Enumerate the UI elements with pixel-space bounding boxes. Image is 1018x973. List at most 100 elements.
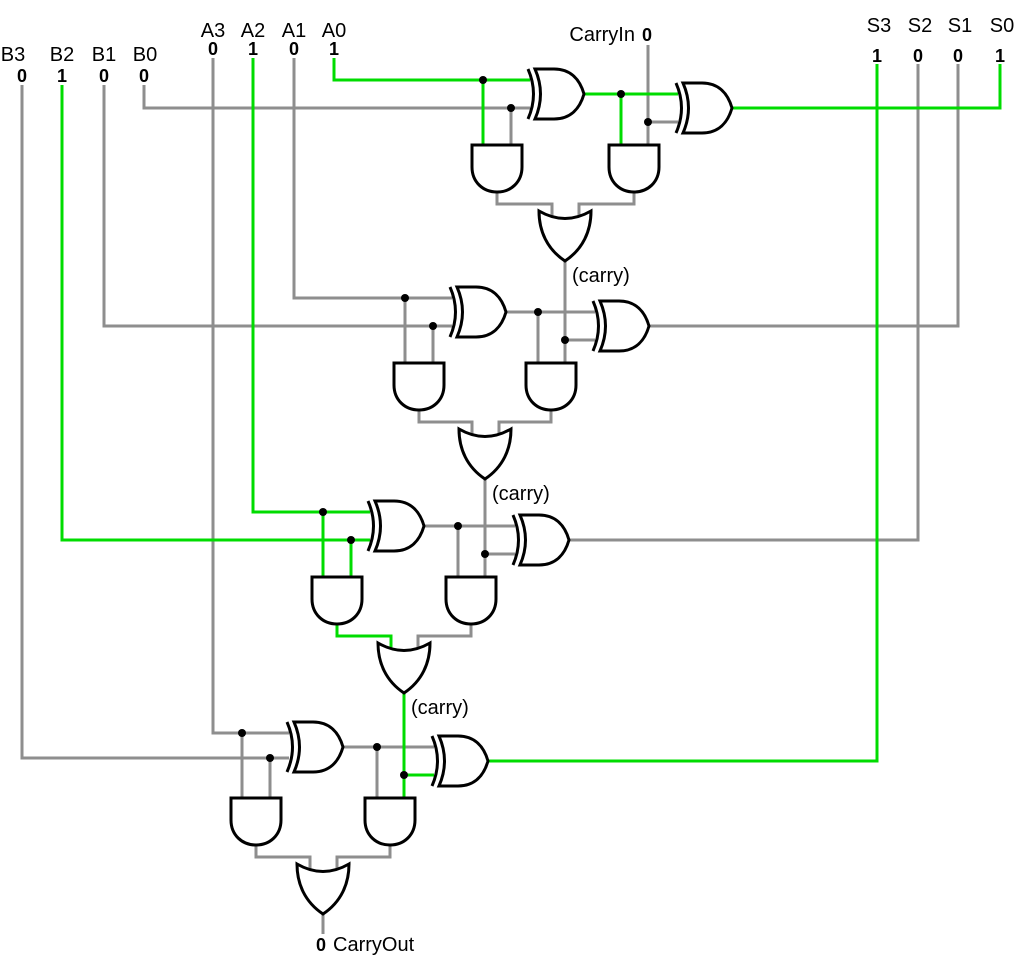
xor-leading-arc	[511, 514, 520, 566]
junction-carryin	[644, 118, 652, 126]
xor-body	[597, 299, 651, 353]
wire-and1-out-3	[254, 845, 312, 872]
wire-b0	[142, 85, 530, 110]
pin-label-A3: A3	[201, 20, 225, 42]
stage0-and-gate-2[interactable]	[607, 143, 661, 194]
pin-value-carryout: 0	[316, 935, 326, 955]
wire-sum-s2	[569, 64, 920, 542]
pin-value-S3: 1	[872, 46, 882, 66]
pin-label-B0: B0	[133, 44, 157, 66]
junction-b3	[266, 754, 274, 762]
stage1-xor-gate-1[interactable]	[448, 285, 508, 339]
pin-value-S1: 0	[953, 46, 963, 66]
xor-leading-arc	[526, 68, 535, 120]
wire-and2-out-2	[416, 624, 473, 651]
junction-xor1-out-2	[454, 522, 462, 530]
wire-b3	[20, 85, 289, 760]
stage3-or-gate[interactable]	[295, 861, 351, 916]
xor-leading-arc	[430, 735, 439, 787]
stage0-and-gate-1[interactable]	[470, 143, 524, 194]
xor-body	[291, 720, 345, 774]
wire-a1	[292, 58, 452, 300]
wire-sum-s3	[488, 64, 879, 763]
stage1-and-gate-2[interactable]	[524, 361, 578, 412]
stage1-and-gate-1[interactable]	[392, 361, 446, 412]
pin-label-S2: S2	[908, 15, 932, 37]
wire-and2-out-3	[335, 845, 392, 872]
junction-xor1-out-3	[373, 743, 381, 751]
pin-label-B1: B1	[92, 44, 116, 66]
carry-annotation-1: (carry)	[492, 483, 550, 505]
junction-carry-2	[400, 771, 408, 779]
pin-label-carryin: CarryIn	[569, 24, 635, 46]
pin-label-A2: A2	[241, 20, 265, 42]
pin-value-B1[interactable]: 0	[99, 66, 109, 86]
stage2-and-gate-1[interactable]	[310, 575, 364, 626]
wire-b1	[102, 85, 452, 328]
wire-sum-s1	[649, 64, 960, 328]
junction-a1	[401, 294, 409, 302]
wire-and1-out-0	[495, 192, 554, 219]
pin-value-A0[interactable]: 1	[329, 39, 339, 59]
stage1-xor-gate-2[interactable]	[591, 299, 651, 353]
junction-xor1-out-0	[617, 90, 625, 98]
junction-b1	[429, 322, 437, 330]
wire-and2-out-1	[497, 410, 553, 437]
wire-b2	[60, 85, 370, 542]
pin-value-A2[interactable]: 1	[248, 39, 258, 59]
pin-value-S2: 0	[913, 46, 923, 66]
wire-a3	[211, 58, 289, 735]
stage1-or-gate[interactable]	[457, 426, 513, 481]
xor-leading-arc	[674, 82, 683, 134]
carry-annotation-0: (carry)	[572, 265, 630, 287]
xor-leading-arc	[366, 500, 375, 552]
pin-value-A3[interactable]: 0	[208, 39, 218, 59]
junction-carry-1	[481, 550, 489, 558]
xor-leading-arc	[591, 300, 600, 352]
pin-value-B0[interactable]: 0	[139, 66, 149, 86]
pin-value-B3[interactable]: 0	[17, 66, 27, 86]
xor-leading-arc	[448, 286, 457, 338]
pin-value-S0: 1	[995, 46, 1005, 66]
pin-label-B2: B2	[50, 44, 74, 66]
wire-and1-out-2	[335, 624, 393, 651]
pin-label-S0: S0	[990, 15, 1014, 37]
junction-b0	[507, 104, 515, 112]
pin-label-S1: S1	[948, 15, 972, 37]
junction-a0	[479, 76, 487, 84]
stage2-or-gate[interactable]	[376, 640, 432, 695]
wire-a2	[251, 58, 370, 514]
pin-value-B2[interactable]: 1	[57, 66, 67, 86]
stage3-xor-gate-2[interactable]	[430, 734, 490, 788]
xor-body	[680, 81, 734, 135]
junction-xor1-out-1	[534, 308, 542, 316]
stage2-and-gate-2[interactable]	[444, 575, 498, 626]
junction-a2	[319, 508, 327, 516]
stage3-and-gate-1[interactable]	[229, 796, 283, 847]
stage3-and-gate-2[interactable]	[363, 796, 417, 847]
carry-annotation-2: (carry)	[411, 697, 469, 719]
pin-label-A1: A1	[282, 20, 306, 42]
xor-body	[436, 734, 490, 788]
stage0-xor-gate-1[interactable]	[526, 67, 586, 121]
junction-b2	[347, 536, 355, 544]
pin-value-A1[interactable]: 0	[289, 39, 299, 59]
stage3-xor-gate-1[interactable]	[285, 720, 345, 774]
wire-a0	[332, 58, 530, 82]
pin-value-carryin[interactable]: 0	[642, 25, 652, 45]
xor-body	[454, 285, 508, 339]
xor-body	[517, 513, 571, 567]
stage0-xor-gate-2[interactable]	[674, 81, 734, 135]
junction-a3	[238, 729, 246, 737]
junction-carry-0	[561, 336, 569, 344]
wire-and1-out-1	[417, 410, 474, 437]
stage2-xor-gate-2[interactable]	[511, 513, 571, 567]
stage2-xor-gate-1[interactable]	[366, 499, 426, 553]
stage0-or-gate[interactable]	[537, 208, 593, 263]
pin-label-carryout: CarryOut	[333, 934, 415, 956]
wire-and2-out-0	[577, 192, 636, 219]
pin-label-A0: A0	[322, 20, 346, 42]
xor-body	[532, 67, 586, 121]
